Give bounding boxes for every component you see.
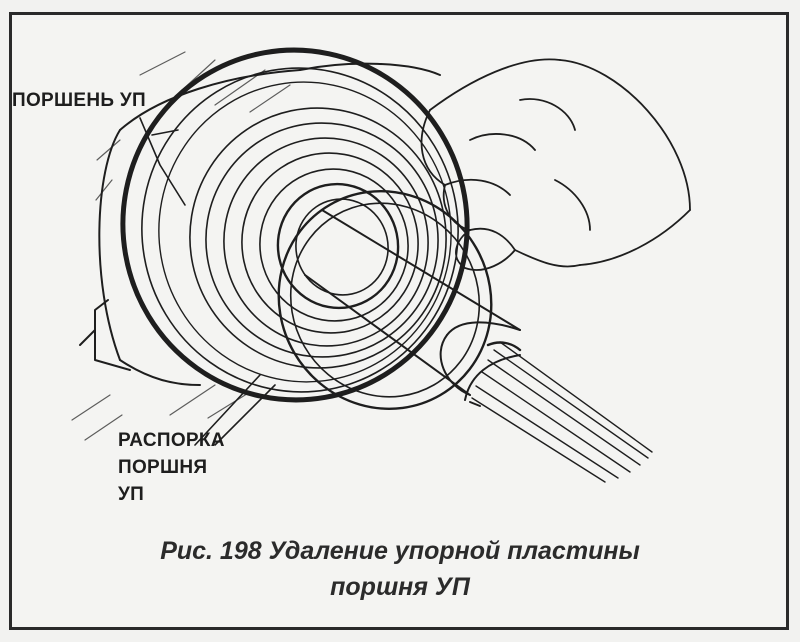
piston-callout-label: ПОРШЕНЬ УП bbox=[12, 87, 146, 114]
spacer-label-line3: УП bbox=[118, 484, 145, 505]
spacer-label-line1: РАСПОРКА bbox=[118, 430, 225, 451]
spline-shaft bbox=[469, 341, 653, 483]
callout-leaders bbox=[139, 117, 276, 446]
pressure-plate-ring bbox=[277, 190, 493, 410]
spacer-callout-label: РАСПОРКА ПОРШНЯ УП bbox=[118, 427, 225, 508]
transmission-housing bbox=[79, 62, 441, 386]
figure-caption: Рис. 198 Удаление упорной пластины поршн… bbox=[60, 533, 740, 605]
spacer-label-line2: ПОРШНЯ bbox=[118, 457, 208, 478]
shaft bbox=[304, 209, 521, 401]
hand-illustration bbox=[420, 58, 691, 271]
piston-outer-rim bbox=[120, 47, 470, 403]
piston-label-text: ПОРШЕНЬ УП bbox=[12, 90, 147, 111]
caption-line1: Рис. 198 Удаление упорной пластины bbox=[160, 537, 640, 565]
caption-line2: поршня УП bbox=[330, 573, 470, 601]
